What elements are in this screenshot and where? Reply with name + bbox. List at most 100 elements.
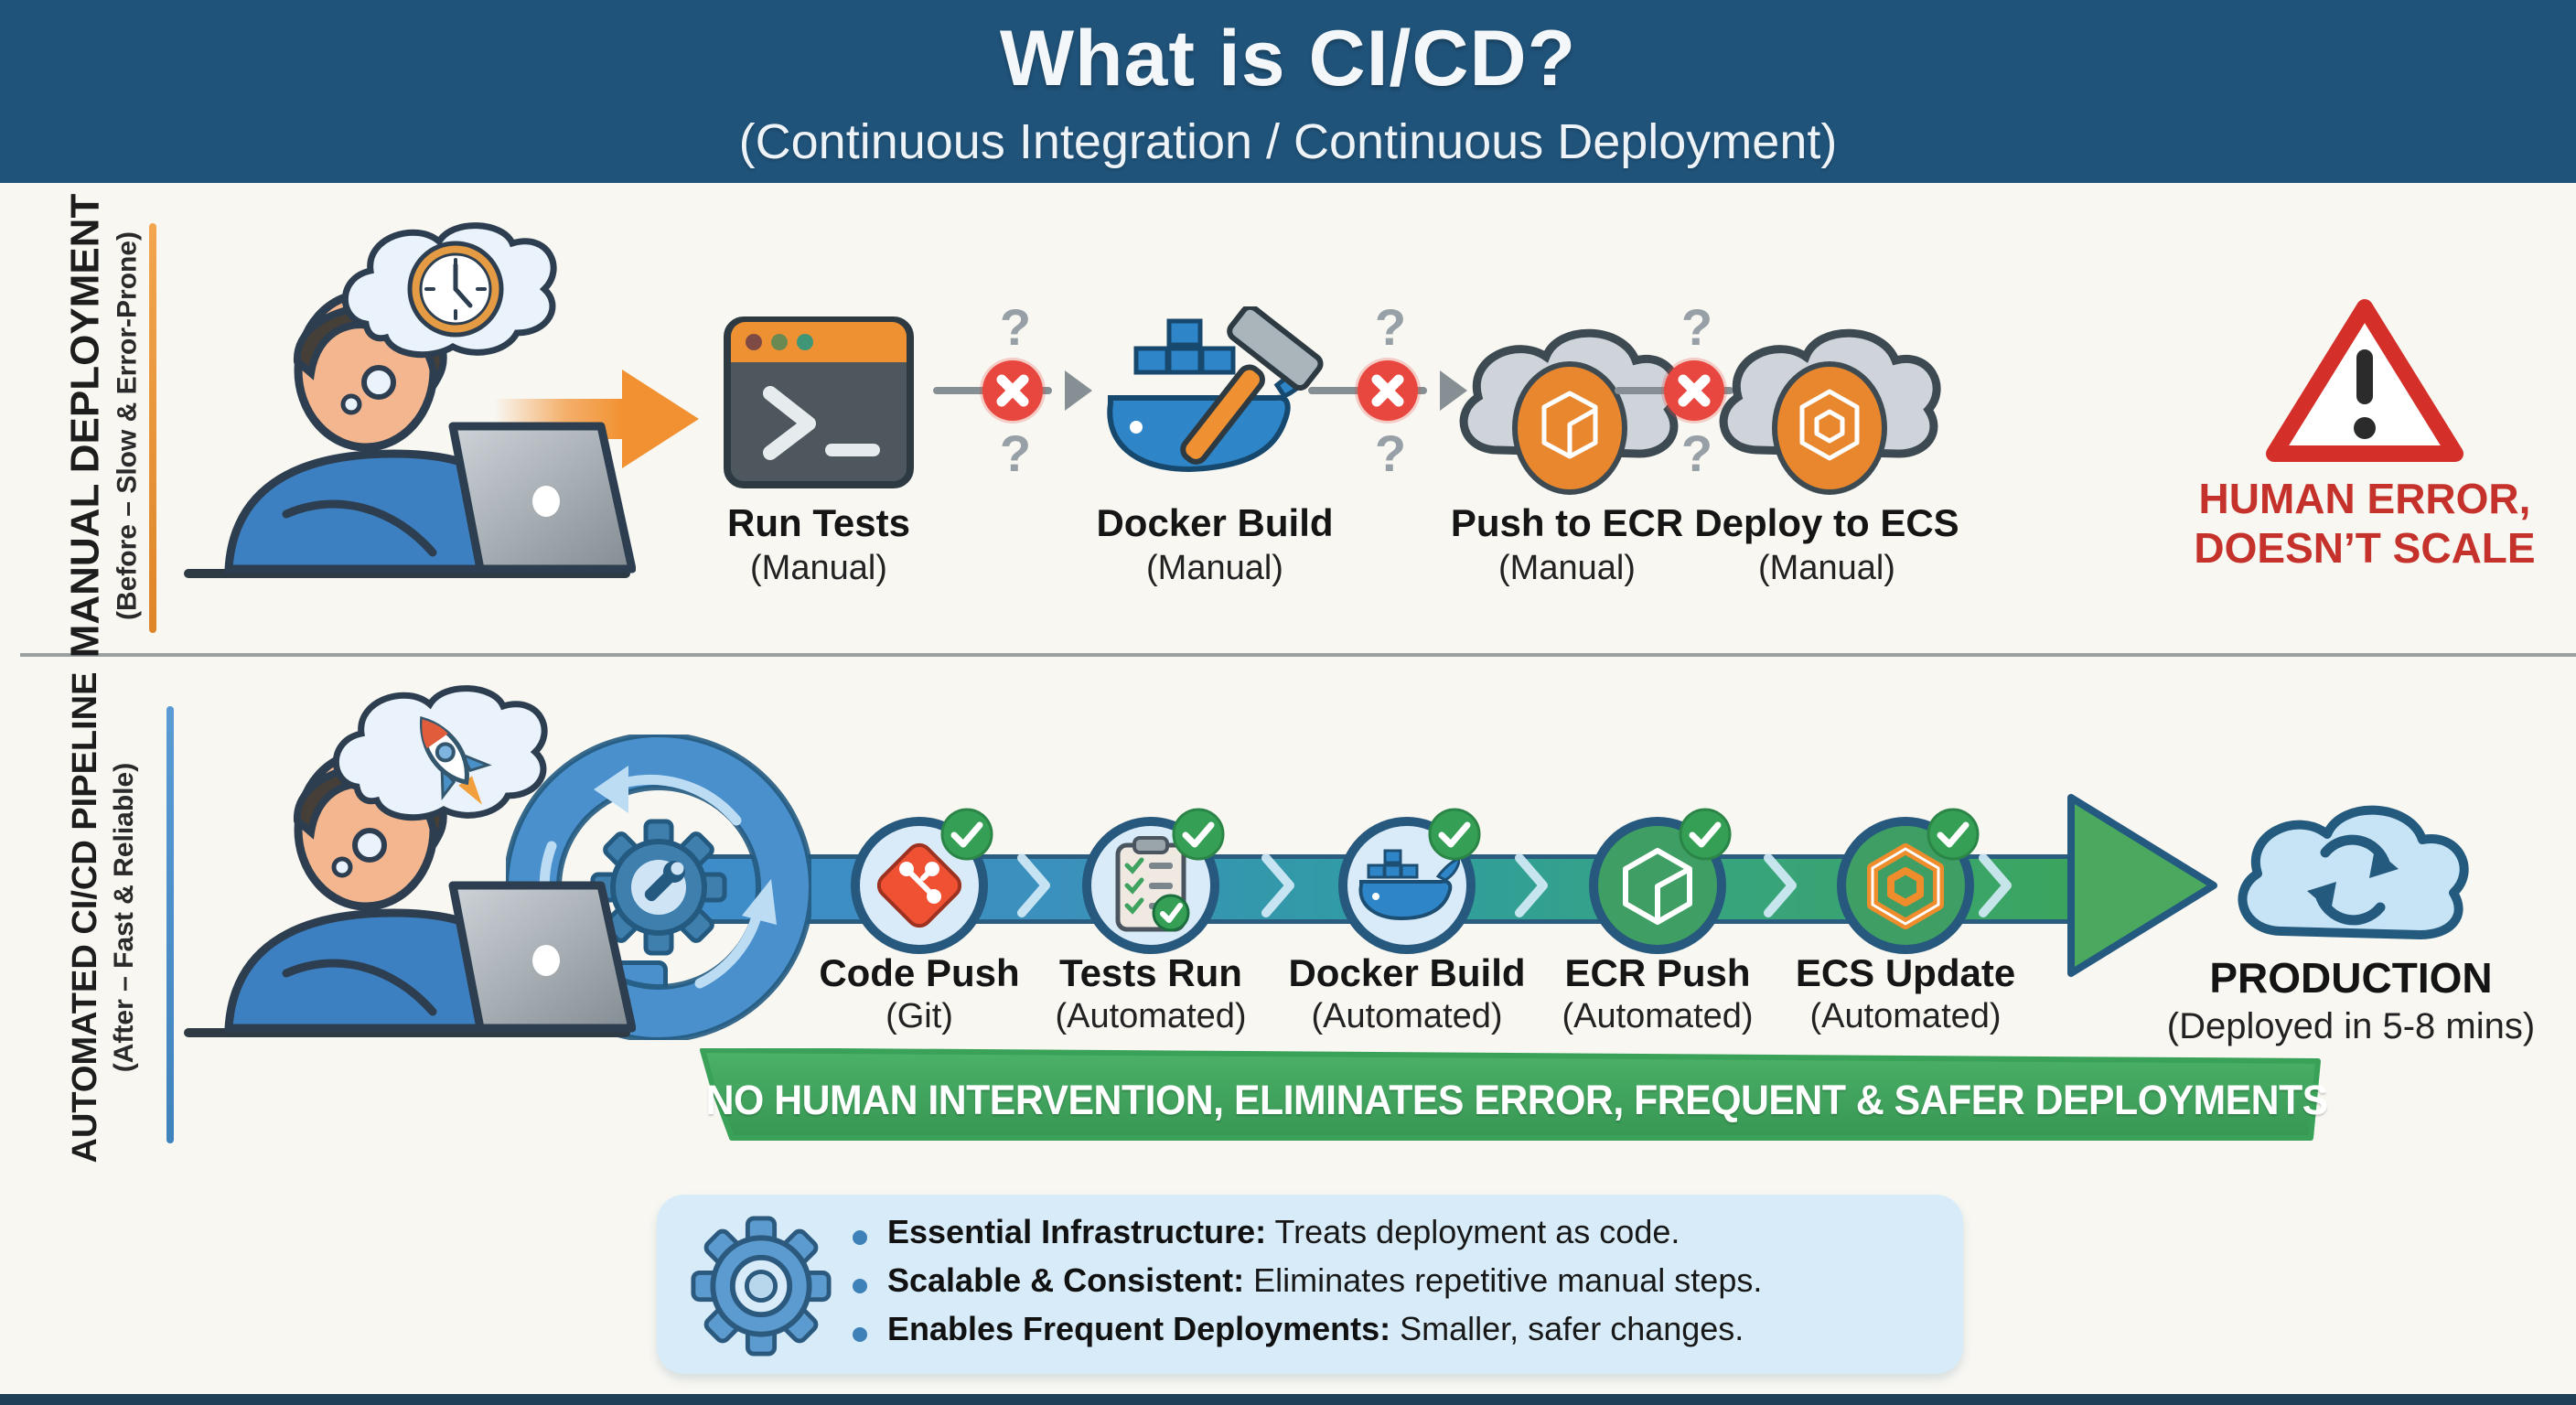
bubble-trail-dot [361, 365, 396, 400]
clock-thought-bubble [340, 222, 557, 415]
question-mark: ? [999, 298, 1032, 356]
automated-blue-rule [166, 706, 174, 1143]
bottom-border-strip [0, 1394, 2576, 1405]
step-label: Run Tests [727, 501, 910, 544]
success-check-icon [1925, 806, 1981, 867]
manual-connector-3: ? ? [1615, 302, 1779, 512]
ecr-cloud-icon [1459, 328, 1681, 495]
auto-step-ecs-update: ECS Update (Automated) [1750, 951, 2061, 1036]
step-label: Push to ECR [1450, 501, 1684, 544]
header-banner: What is CI/CD? (Continuous Integration /… [0, 0, 2576, 183]
warning-triangle-icon [2266, 299, 2463, 462]
docker-build-icon [1107, 306, 1324, 473]
band-chevron-icon [1979, 853, 2012, 917]
node-ecr-push [1589, 808, 1732, 954]
failure-x-icon [1358, 360, 1418, 421]
benefits-list: Essential Infrastructure: Treats deploym… [853, 1213, 1762, 1358]
manual-step-docker-build: Docker Build (Manual) [1050, 501, 1379, 588]
manual-section-label: MANUAL DEPLOYMENT (Before – Slow & Error… [41, 194, 165, 659]
node-docker-build [1338, 808, 1481, 954]
band-chevron-icon [1017, 853, 1050, 917]
clock-hands [453, 263, 473, 308]
success-check-icon [1170, 806, 1227, 867]
manual-connector-1: ? ? [933, 302, 1098, 512]
node-code-push [851, 808, 993, 954]
step-sub: (Automated) [1055, 997, 1247, 1035]
person-arm [282, 499, 437, 557]
benefit-tail: Treats deployment as code. [1266, 1213, 1680, 1250]
step-sub: (Automated) [1311, 997, 1503, 1035]
step-label: Code Push [819, 951, 1020, 994]
question-mark: ? [1374, 298, 1407, 356]
step-label: Deploy to ECS [1694, 501, 1959, 544]
question-mark: ? [999, 424, 1032, 482]
bullet-dot [853, 1278, 867, 1293]
manual-section-title: MANUAL DEPLOYMENT [62, 193, 107, 659]
human-error-warning: HUMAN ERROR, DOESN’T SCALE [2182, 474, 2548, 574]
automated-section-subtitle: (After – Fast & Reliable) [108, 762, 139, 1073]
step-sub: (Manual) [1146, 549, 1283, 587]
auto-step-code-push: Code Push (Git) [764, 951, 1075, 1036]
clipboard-checklist-icon [1115, 836, 1190, 932]
warning-line-2: DOESN’T SCALE [2194, 524, 2536, 573]
ecs-hexagon-icon [1867, 843, 1944, 929]
ribbon-text: NO HUMAN INTERVENTION, ELIMINATES ERROR,… [705, 1077, 2328, 1123]
bullet-dot [853, 1326, 867, 1342]
step-sub: (Automated) [1809, 997, 2002, 1035]
success-check-icon [1426, 806, 1483, 867]
rocket-thought-bubble [331, 685, 548, 878]
git-icon [876, 842, 962, 928]
pipeline-end-arrow [2067, 794, 2217, 977]
step-label: Docker Build [1096, 501, 1334, 544]
list-item: Essential Infrastructure: Treats deploym… [853, 1213, 1762, 1261]
production-sub: (Deployed in 5-8 mins) [2166, 1006, 2536, 1046]
step-label: ECR Push [1564, 951, 1751, 994]
manual-orange-rule [149, 223, 156, 633]
bubble-trail-dot [352, 828, 387, 863]
auto-step-tests-run: Tests Run (Automated) [995, 951, 1306, 1036]
question-mark: ? [1374, 424, 1407, 482]
bullet-dot [853, 1229, 867, 1245]
terminal-icon [724, 316, 914, 488]
question-mark: ? [1680, 298, 1713, 356]
benefit-head: Scalable & Consistent: [887, 1261, 1245, 1299]
warning-line-1: HUMAN ERROR, [2198, 475, 2531, 522]
production-caption: PRODUCTION (Deployed in 5-8 mins) [2150, 953, 2552, 1047]
ecs-badge [1772, 361, 1887, 495]
ribbon-shape [700, 1048, 2321, 1141]
ecr-glyph [1541, 391, 1598, 459]
laptop-logo [532, 945, 560, 976]
person-arm [282, 959, 437, 1016]
benefit-tail: Smaller, safer changes. [1390, 1310, 1744, 1347]
ecs-glyph [1799, 389, 1860, 461]
step-label: Docker Build [1288, 951, 1526, 994]
rocket-icon [420, 716, 492, 805]
gear-wrench-icon [590, 819, 727, 956]
step-label: Tests Run [1059, 951, 1242, 994]
step-label: ECS Update [1795, 951, 2016, 994]
step-sub: (Automated) [1562, 997, 1754, 1035]
list-item: Scalable & Consistent: Eliminates repeti… [853, 1261, 1762, 1310]
laptop-logo [532, 486, 560, 517]
automated-section-label: AUTOMATED CI/CD PIPELINE (After – Fast &… [34, 672, 171, 1164]
page-subtitle: (Continuous Integration / Continuous Dep… [738, 113, 1838, 169]
benefit-tail: Eliminates repetitive manual steps. [1244, 1261, 1763, 1299]
manual-section-subtitle: (Before – Slow & Error-Prone) [112, 231, 142, 621]
automated-section-title: AUTOMATED CI/CD PIPELINE [65, 671, 104, 1164]
list-item: Enables Frequent Deployments: Smaller, s… [853, 1310, 1762, 1358]
ecr-hexagon-icon [1623, 848, 1692, 925]
sync-arrowheads [2307, 849, 2399, 911]
manual-step-deploy-ecs: Deploy to ECS (Manual) [1662, 501, 1991, 588]
cicd-loop-icon [506, 735, 811, 1040]
failure-x-icon [982, 360, 1043, 421]
band-chevron-icon [1515, 853, 1548, 917]
page-title: What is CI/CD? [999, 14, 1577, 102]
step-sub: (Manual) [1498, 549, 1636, 587]
success-check-icon [1677, 806, 1733, 867]
production-label: PRODUCTION [2209, 954, 2493, 1002]
benefit-head: Essential Infrastructure: [887, 1213, 1267, 1250]
docker-whale-icon [1358, 849, 1460, 921]
auto-step-ecr-push: ECR Push (Automated) [1502, 951, 1813, 1036]
manual-step-push-ecr: Push to ECR (Manual) [1402, 501, 1732, 588]
